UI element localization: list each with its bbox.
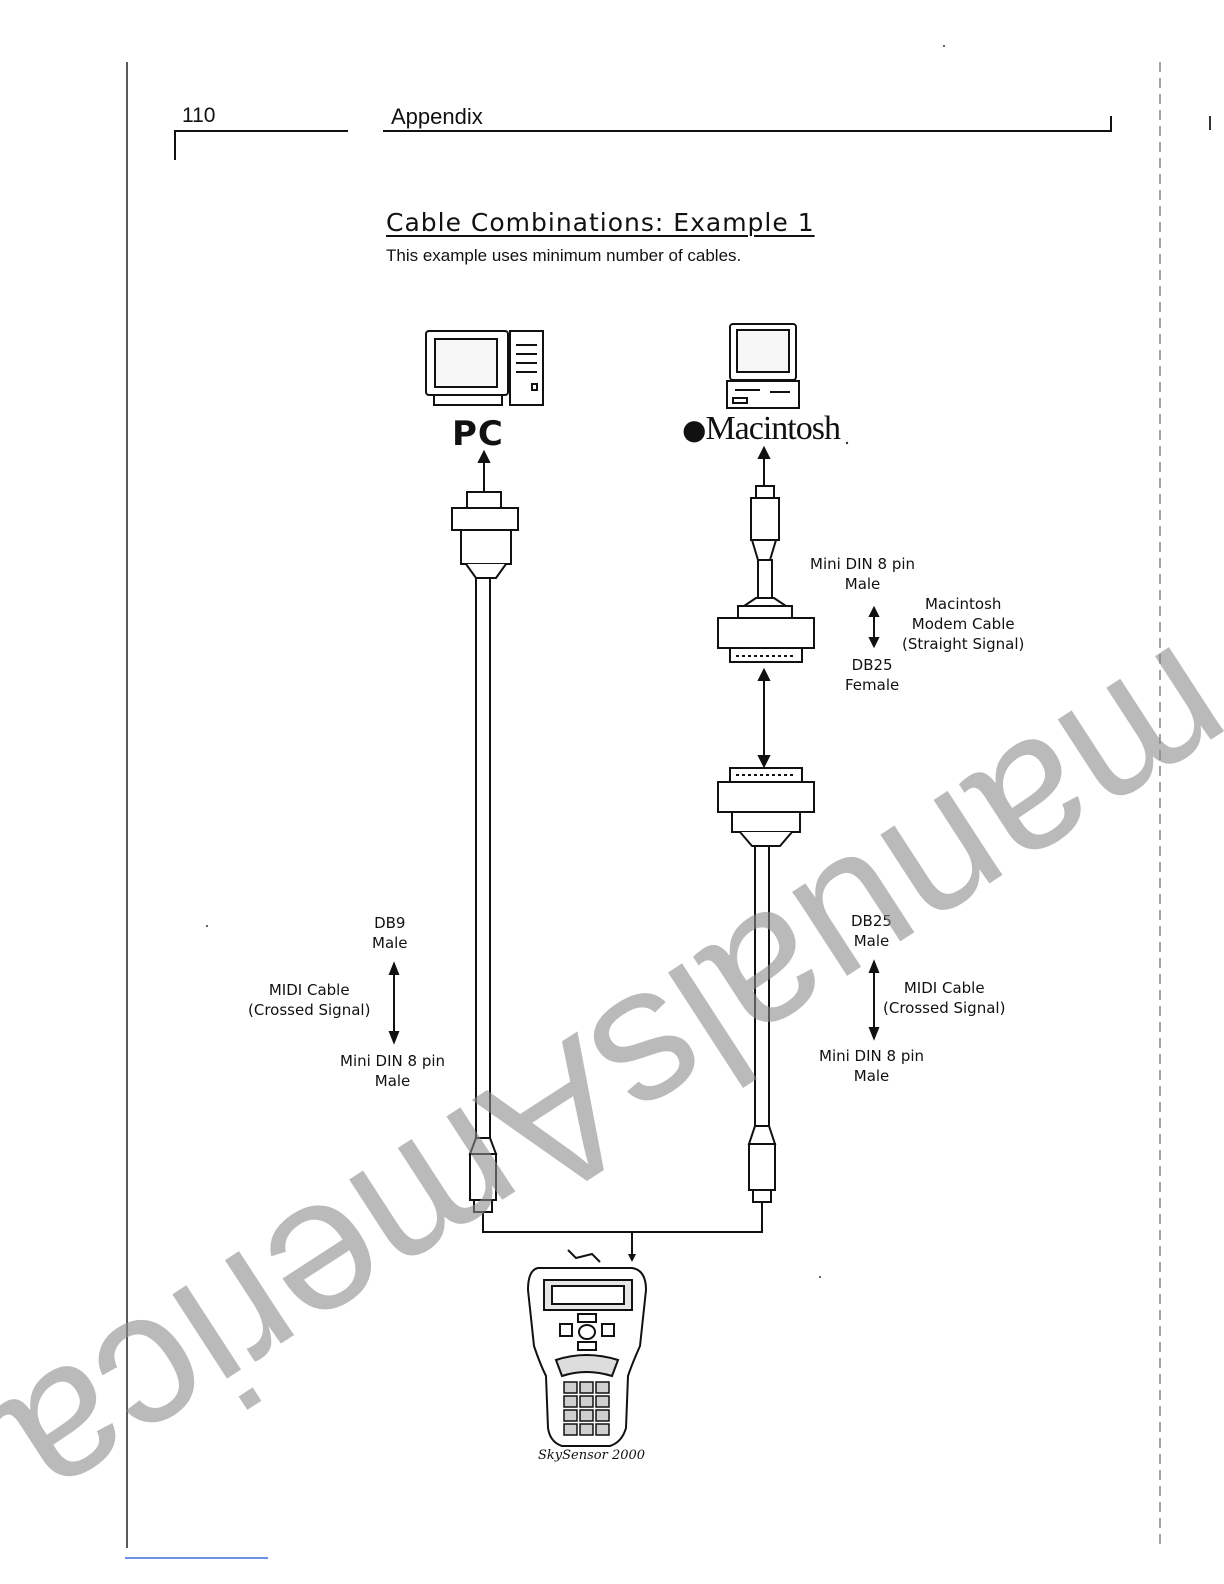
db25-female-connector	[717, 605, 815, 663]
left-cable-body	[475, 577, 491, 1141]
page-heading: Cable Combinations: Example 1	[386, 208, 815, 237]
macintosh-computer-icon	[726, 323, 800, 409]
header-rules	[174, 116, 1112, 160]
page-number: 110	[182, 104, 216, 127]
pc-computer-icon	[425, 330, 544, 406]
computer-arrows	[477, 445, 771, 492]
page-subheading: This example uses minimum number of cabl…	[386, 246, 742, 265]
mini-din-connector-right-bottom	[747, 1125, 777, 1203]
device-wires	[482, 1202, 763, 1258]
midi-cable-label: MIDI Cable (Crossed Signal)	[883, 979, 1006, 1017]
left-top-end-label: DB9 Male	[372, 914, 408, 952]
db25-link-arrow	[757, 667, 771, 769]
macintosh-label: ●Macintosh	[682, 410, 841, 447]
db9-connector-left	[451, 491, 519, 579]
section-title: Appendix	[391, 104, 483, 129]
left-bottom-end-label: Mini DIN 8 pin Male	[340, 1052, 446, 1090]
skysensor-controller-icon	[526, 1249, 648, 1447]
apple-logo-icon: ●	[682, 413, 706, 446]
midi-top-end-label: DB25 Male	[851, 912, 892, 950]
midi-bottom-end-label: Mini DIN 8 pin Male	[819, 1047, 925, 1085]
device-arrow	[628, 1254, 636, 1262]
modem-bottom-end-label: DB25 Female	[845, 656, 900, 694]
modem-top-end-label: Mini DIN 8 pin Male	[810, 555, 916, 593]
label-arrows	[388, 605, 880, 1045]
left-cable-label: MIDI Cable (Crossed Signal)	[248, 981, 371, 1019]
db25-male-connector	[717, 767, 815, 847]
pc-label: PC	[452, 414, 504, 454]
modem-cable-label: Macintosh Modem Cable (Straight Signal)	[902, 595, 1025, 653]
scan-specks	[206, 45, 1211, 1278]
mini-din-connector-right-top	[740, 485, 790, 607]
right-cable-body	[754, 845, 770, 1129]
mini-din-connector-left	[468, 1137, 498, 1213]
device-brand-logo: SkySensor 2000	[538, 1448, 646, 1463]
